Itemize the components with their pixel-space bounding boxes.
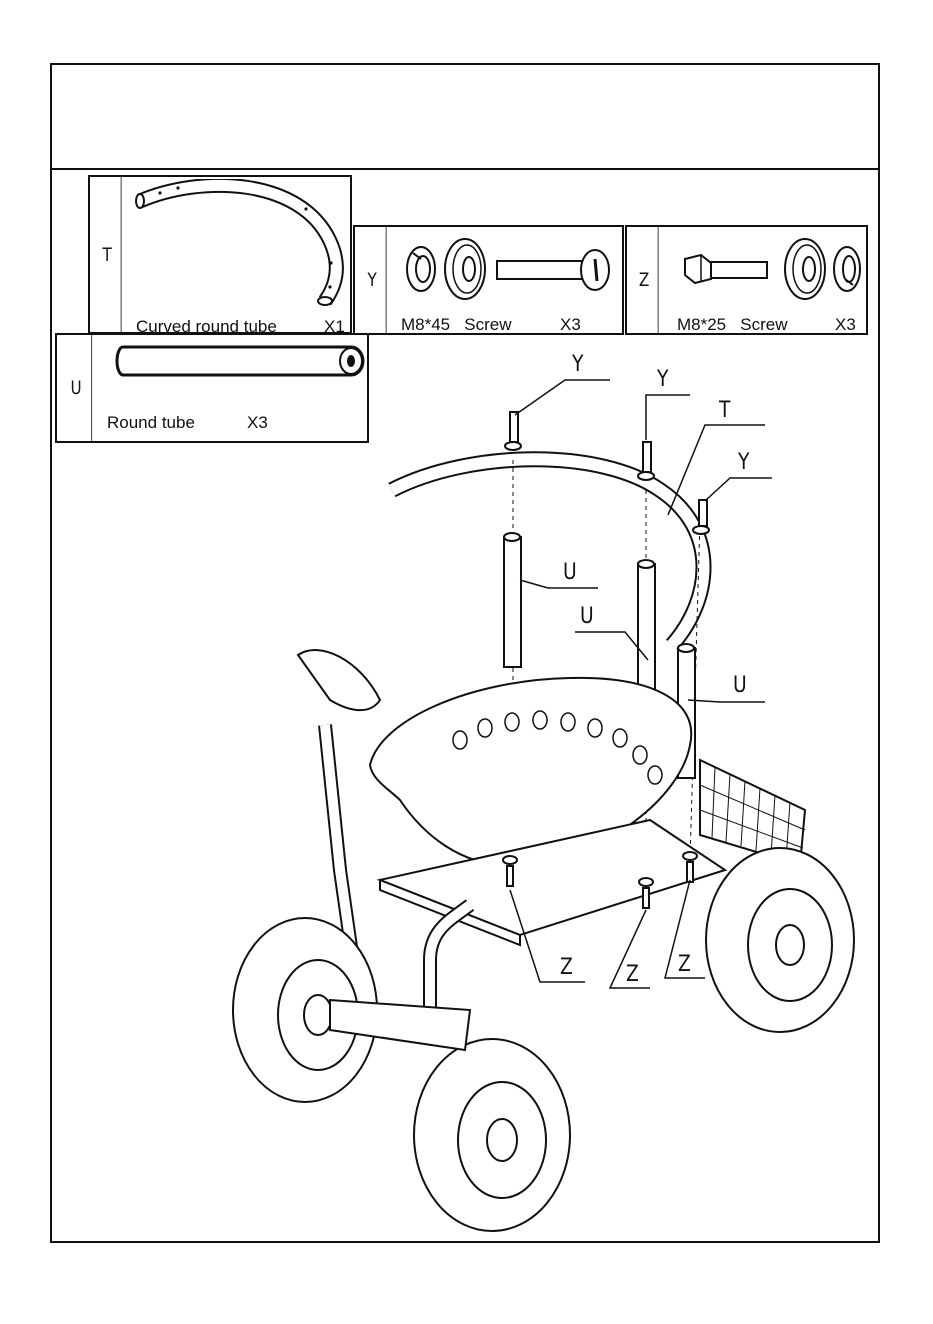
callout-y-3: Y [738,450,749,475]
callout-z-3: Z [678,952,691,977]
callout-z-1: Z [560,955,573,980]
callout-u-3: U [733,673,747,698]
callout-u-2: U [580,604,594,629]
callout-t: T [719,398,730,423]
callout-z-2: Z [626,962,639,987]
callout-y-1: Y [572,352,583,377]
callout-y-2: Y [657,367,668,392]
callout-u-1: U [563,560,577,585]
